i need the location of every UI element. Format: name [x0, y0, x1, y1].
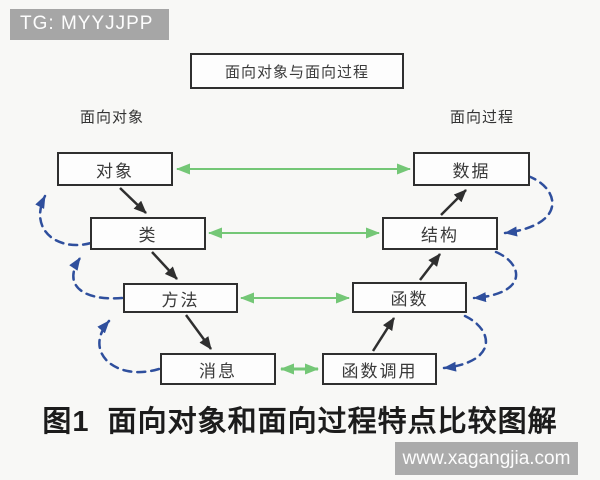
loop-struct-to-function — [472, 250, 518, 303]
column-label-procedure-oriented: 面向过程 — [450, 109, 515, 126]
tg-badge: TG: MYYJJPP — [10, 9, 170, 40]
node-struct: 结构 — [382, 217, 498, 250]
edge-class-to-method — [151, 251, 178, 280]
edge-function-to-struct — [419, 253, 441, 281]
edge-call-to-function — [371, 317, 396, 352]
loop-class-to-object — [35, 194, 93, 247]
edge-object-to-class — [119, 187, 147, 214]
watermark: www.xagangjia.com — [395, 442, 578, 475]
figure-caption: 图1 面向对象和面向过程特点比较图解 — [42, 406, 558, 438]
node-message: 消息 — [160, 353, 276, 385]
loop-function-to-call — [442, 314, 488, 372]
loop-message-to-method — [97, 319, 161, 374]
node-class: 类 — [90, 217, 206, 250]
edge-method-to-message — [184, 314, 213, 350]
node-method: 方法 — [123, 283, 238, 313]
node-function-call: 函数调用 — [322, 353, 437, 385]
diagram-title-box: 面向对象与面向过程 — [190, 53, 404, 89]
loop-data-to-struct — [503, 174, 554, 237]
node-object: 对象 — [57, 152, 173, 186]
edge-struct-to-data — [440, 189, 467, 216]
column-label-object-oriented: 面向对象 — [80, 109, 145, 126]
node-data: 数据 — [413, 152, 530, 186]
node-function: 函数 — [352, 282, 467, 313]
loop-method-to-class — [69, 256, 124, 300]
